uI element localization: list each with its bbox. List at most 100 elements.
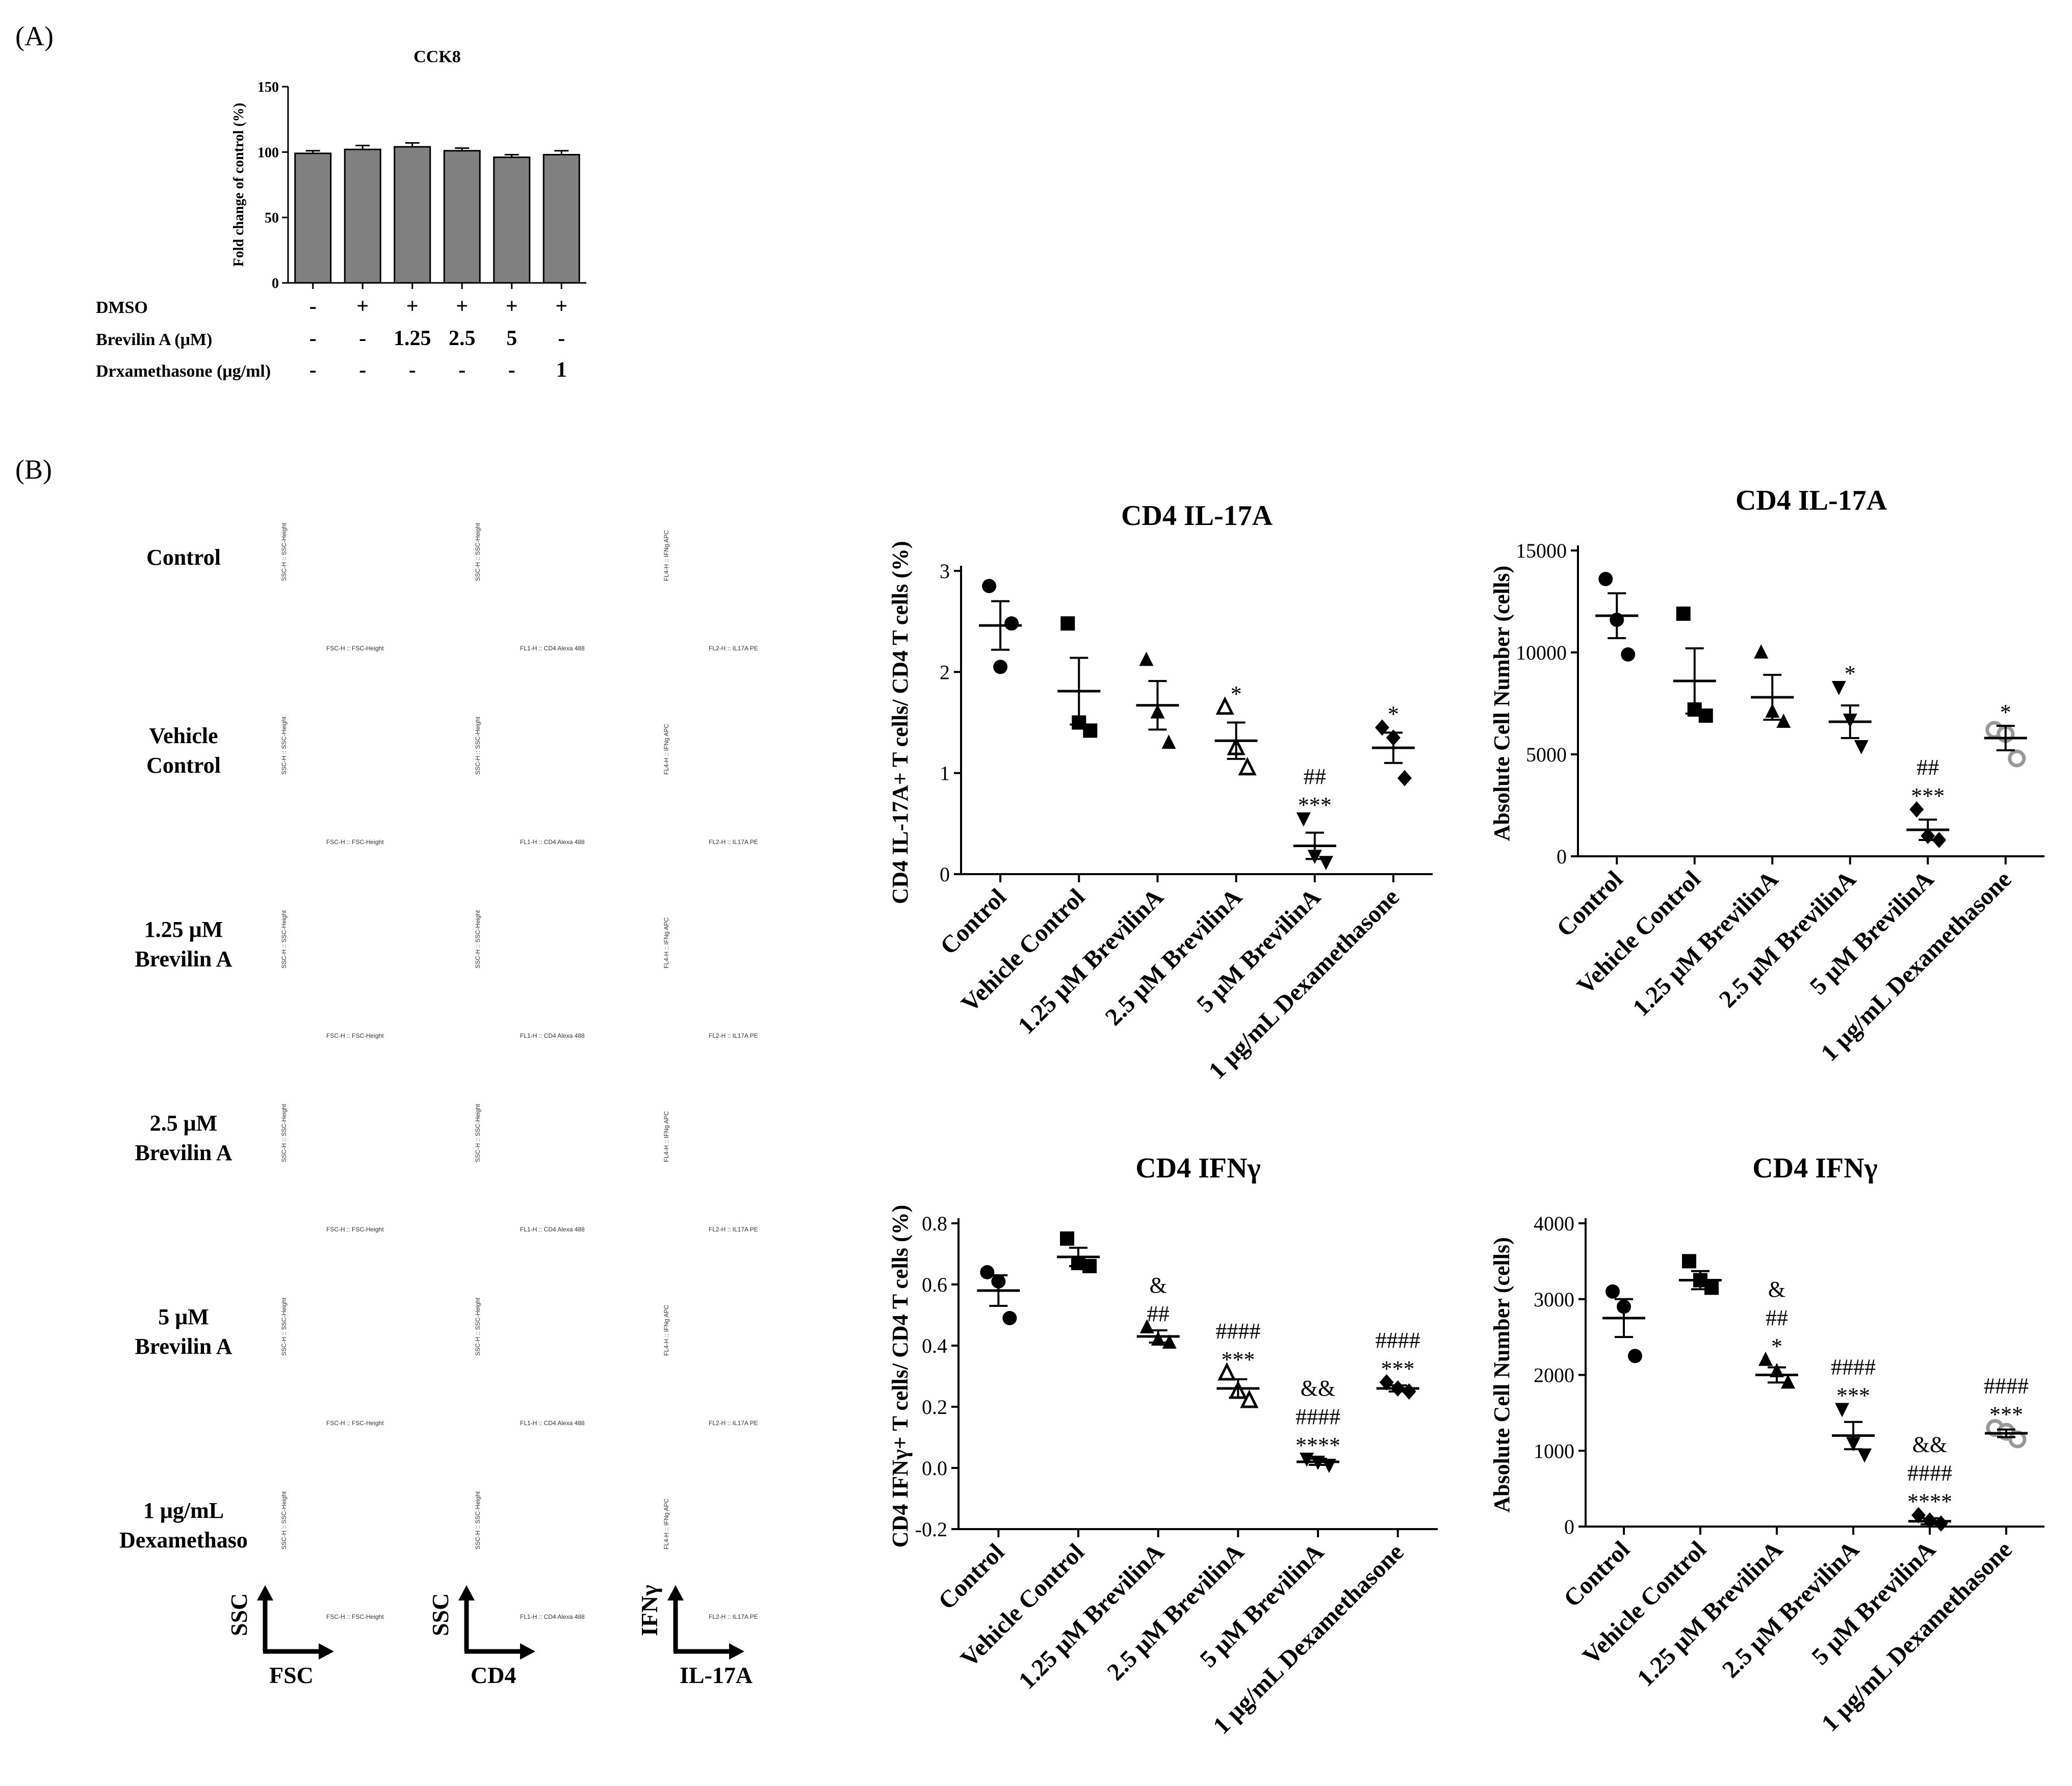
axis-arrow-legends	[257, 1585, 744, 1660]
significance-mark: ***	[1381, 1356, 1415, 1381]
significance-mark: *	[1388, 701, 1399, 726]
cck8-bar	[542, 153, 580, 284]
x-tick-label: 2.5 μM BrevilinA	[1100, 883, 1247, 1031]
significance-mark: ####	[1376, 1328, 1420, 1353]
data-point	[1238, 757, 1257, 776]
y-axis-label: CD4 IFNγ+ T cells/ CD4 T cells (%)	[888, 1205, 913, 1548]
facs-y-label: SSC-H :: SSC-Height	[280, 522, 288, 581]
y-axis-label: Absolute Cell Number (cells)	[1489, 566, 1514, 842]
facs-x-label: FL1-H :: CD4 Alexa 488	[520, 1032, 585, 1039]
significance-mark: &&	[1912, 1432, 1947, 1457]
arrow-x-head	[520, 1643, 535, 1660]
data-point	[1598, 572, 1613, 586]
facs-x-label: FL1-H :: CD4 Alexa 488	[520, 1420, 585, 1427]
arrow-y-head	[257, 1585, 273, 1600]
facs-y-label: FL4-H :: IFNg APC	[663, 723, 670, 775]
y-tick-label: 3000	[1534, 1288, 1574, 1311]
y-tick-label: 0.8	[922, 1212, 947, 1235]
x-tick-label: 2.5 μM BrevilinA	[1717, 1536, 1864, 1683]
y-tick-label: 15000	[1516, 539, 1567, 562]
data-point	[1628, 1349, 1642, 1363]
facs-y-label: SSC-H :: SSC-Height	[280, 1104, 288, 1162]
facs-x-label: FL2-H :: IL17A PE	[709, 1420, 758, 1427]
x-tick-label: 1.25 μM BrevilinA	[1627, 865, 1783, 1021]
treatment-cell: -	[309, 358, 317, 382]
cck8-y-tick-label: 50	[265, 211, 279, 226]
data-point	[1083, 723, 1098, 738]
arrow-y-head	[458, 1585, 475, 1600]
cck8-y-tick-label: 100	[257, 145, 279, 161]
flow-row-label-line1: 2.5 μM	[149, 1111, 218, 1136]
y-tick-label: 0.4	[922, 1334, 947, 1357]
y-tick-label: 1	[940, 762, 950, 785]
data-point	[1934, 1515, 1948, 1532]
flow-row-label-line1: 1 μg/mL	[143, 1498, 224, 1523]
flow-row-label-line1: 5 μM	[158, 1304, 209, 1329]
flow-row-label-line2: Brevilin A	[135, 1334, 232, 1359]
panel-letter-a: (A)	[15, 21, 54, 51]
facs-x-label: FL2-H :: IL17A PE	[709, 838, 758, 846]
data-point	[1060, 1231, 1074, 1246]
x-tick-label: 2.5 μM BrevilinA	[1714, 865, 1861, 1013]
x-tick-label: 1.25 μM BrevilinA	[1632, 1536, 1788, 1692]
data-point	[1857, 1448, 1872, 1463]
x-tick-label: Control	[1559, 1536, 1635, 1612]
cck8-y-label: Fold change of control (%)	[231, 103, 247, 267]
significance-mark: ****	[1296, 1433, 1340, 1458]
data-point	[1781, 1374, 1795, 1389]
data-point	[1397, 770, 1412, 786]
y-tick-label: 5000	[1526, 743, 1567, 766]
y-tick-label: 4000	[1534, 1212, 1574, 1235]
chart-title: CD4 IFNγ	[1135, 1152, 1261, 1184]
data-point	[1698, 708, 1713, 723]
data-point	[1854, 740, 1869, 754]
facs-y-label: SSC-H :: SSC-Height	[474, 910, 481, 968]
arrow-y-label: IFNγ	[636, 1585, 662, 1636]
significance-mark: ##	[1304, 764, 1326, 789]
facs-y-label: FL4-H :: IFNg APC	[663, 530, 670, 581]
arrow-x-head	[729, 1643, 744, 1660]
data-point	[1932, 832, 1947, 848]
arrow-y-label: SSC	[226, 1593, 252, 1636]
y-tick-label: 2	[940, 661, 950, 684]
data-point	[1060, 616, 1075, 631]
data-point	[1215, 696, 1234, 715]
data-point	[1676, 607, 1691, 621]
significance-mark: *	[1771, 1334, 1782, 1359]
y-tick-label: 0.0	[922, 1457, 947, 1480]
treatment-cell: -	[458, 358, 466, 382]
cck8-bar	[493, 156, 531, 284]
flow-row-label: Control	[117, 543, 250, 572]
y-tick-label: 1000	[1534, 1439, 1574, 1462]
treatment-cell: +	[555, 295, 568, 318]
flow-row-label-line2: Control	[146, 753, 221, 778]
facs-x-label: FL2-H :: IL17A PE	[709, 1032, 758, 1039]
significance-mark: ***	[1911, 783, 1945, 808]
significance-mark: ##	[1916, 755, 1939, 780]
facs-y-label: SSC-H :: SSC-Height	[280, 1297, 288, 1356]
data-point	[1758, 1351, 1773, 1366]
data-point	[1835, 1403, 1849, 1417]
arrow-y-label: SSC	[427, 1593, 453, 1636]
flow-row-label-line1: Vehicle	[149, 723, 218, 748]
facs-y-label: FL4-H :: IFNg APC	[663, 1498, 670, 1549]
treatment-cell: 5	[506, 327, 517, 350]
data-point	[1162, 1334, 1177, 1349]
facs-y-label: SSC-H :: SSC-Height	[474, 522, 481, 581]
y-tick-label: 0	[1557, 845, 1567, 868]
significance-mark: ***	[1298, 793, 1332, 818]
x-tick-label: Control	[1551, 865, 1628, 942]
facs-y-label: SSC-H :: SSC-Height	[474, 1297, 481, 1356]
treatment-cell: -	[359, 358, 367, 382]
x-tick-label: Control	[933, 1538, 1009, 1615]
treatment-cell: +	[356, 295, 369, 318]
treatment-cell: 1.25	[394, 327, 431, 350]
facs-y-label: SSC-H :: SSC-Height	[280, 910, 288, 968]
y-tick-label: -0.2	[915, 1518, 947, 1541]
facs-x-label: FL1-H :: CD4 Alexa 488	[520, 1226, 585, 1233]
facs-y-label: SSC-H :: SSC-Height	[280, 716, 288, 775]
